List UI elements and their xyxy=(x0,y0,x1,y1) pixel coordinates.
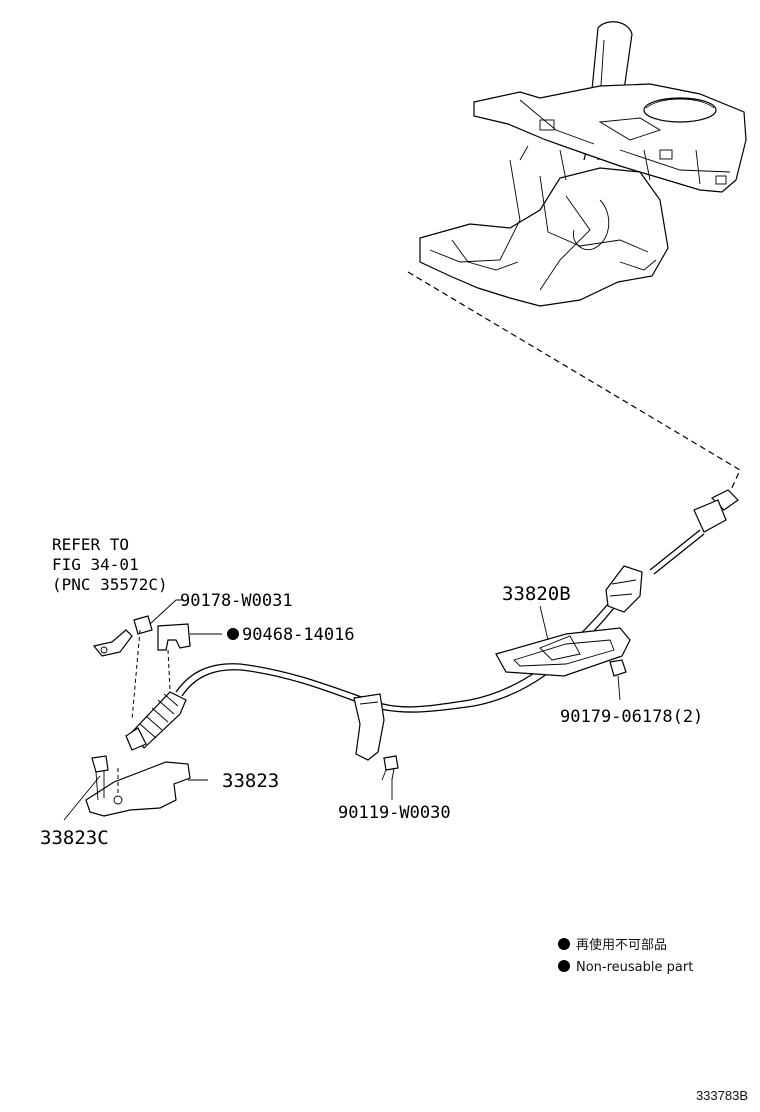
bracket-33823 xyxy=(85,761,191,817)
ref-note-line3: (PNC 35572C) xyxy=(52,575,168,594)
label-33820B[interactable]: 33820B xyxy=(502,583,571,605)
label-33823[interactable]: 33823 xyxy=(222,770,279,792)
leader-lines xyxy=(63,599,621,821)
non-reusable-dot-icon xyxy=(227,628,239,640)
bolt-33823C xyxy=(91,755,109,801)
label-90468-14016[interactable]: 90468-14016 xyxy=(242,625,355,645)
bolt-90119 xyxy=(381,755,399,781)
legend-dot-icon-en xyxy=(558,960,570,972)
bracket-ref-35572C xyxy=(92,629,133,657)
legend-text-jp: 再使用不可部品 xyxy=(576,937,667,953)
legend-text-en: Non-reusable part xyxy=(576,960,693,975)
legend: 再使用不可部品 Non-reusable part xyxy=(558,937,693,975)
ref-note-line2: FIG 34-01 xyxy=(52,555,139,574)
nut-90178 xyxy=(133,615,153,635)
legend-dot-icon-jp xyxy=(558,938,570,950)
label-90119-W0030[interactable]: 90119-W0030 xyxy=(338,803,451,823)
nut-90179 xyxy=(609,659,627,677)
dashed-leader-line xyxy=(407,271,741,493)
assembly-guide-1 xyxy=(131,629,141,721)
ref-note-line1: REFER TO xyxy=(52,535,129,554)
shift-cable xyxy=(125,489,739,761)
shift-lever-assembly xyxy=(419,21,747,307)
label-90178-W0031[interactable]: 90178-W0031 xyxy=(180,591,293,611)
assembly-guide-2 xyxy=(167,649,171,691)
clip-90468 xyxy=(157,623,191,651)
label-33823C[interactable]: 33823C xyxy=(40,827,109,849)
label-90179-06178[interactable]: 90179-06178(2) xyxy=(560,707,703,727)
figure-code: 333783B xyxy=(696,1088,748,1103)
